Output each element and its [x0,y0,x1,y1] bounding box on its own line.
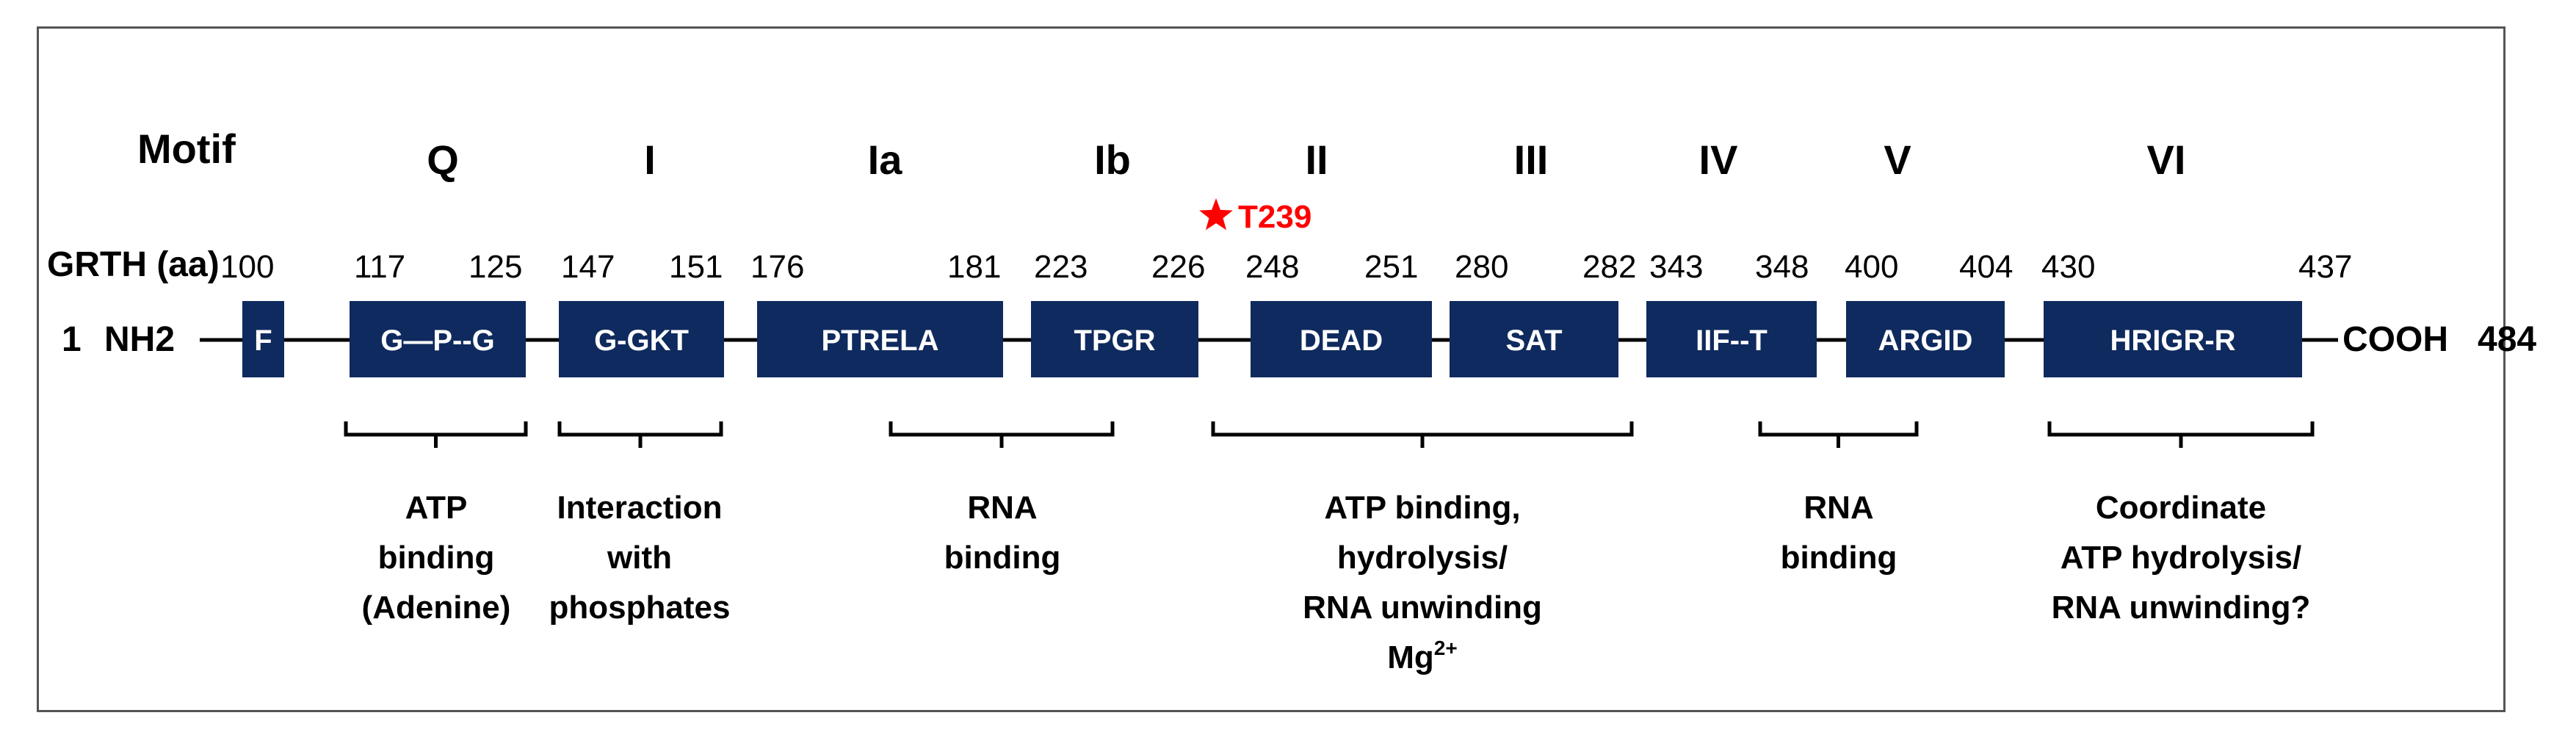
motif-box-iii [1450,301,1618,377]
function-line: (Adenine) [362,590,511,626]
bracket-coordinate-hydrolysis [2047,421,2315,448]
function-line: with [607,540,672,576]
function-line: RNA [967,490,1037,526]
function-line: Mg [1387,639,1434,675]
n-terminus-position: 1 [62,320,82,359]
position-end-ii: 251 [1364,249,1418,285]
position-start-v: 400 [1845,249,1898,285]
bracket-rna-binding-1 [889,421,1115,448]
position-start-ii: 248 [1245,249,1299,285]
motif-sequence-iii: SAT [1505,325,1562,357]
motif-numeral-iv: IV [1699,137,1738,183]
position-start-ia: 176 [750,249,804,285]
function-line: ATP binding, [1324,490,1520,526]
position-end-q: 125 [468,249,522,285]
motif-box-ia [757,301,1003,377]
function-line: hydrolysis/ [1337,540,1508,576]
sequence-header: GRTH (aa) [47,245,220,284]
position-end-i: 151 [669,249,723,285]
motif-numeral-ii: II [1305,137,1328,183]
bracket-phosphate-interaction [557,421,723,448]
motif-box-ib [1031,301,1198,377]
function-superscript: 2+ [1434,637,1458,659]
motif-header: Motif [137,126,236,172]
motif-box-q [350,301,526,377]
function-labels: ATP binding (Adenine) Interaction with phosph… [362,490,2311,675]
motif-sequence-iv: IIF--T [1696,325,1768,357]
motif-box-vi [2044,301,2302,377]
bracket-rna-binding-2 [1758,421,1919,448]
motif-numeral-q: Q [427,137,459,183]
position-end-iii: 282 [1582,249,1636,285]
function-line: binding [944,540,1061,576]
n-terminus-label: NH2 [104,320,175,359]
function-line: Interaction [557,490,723,526]
position-start-f: 100 [220,249,274,285]
motif-numeral-i: I [644,137,656,183]
function-label-phosphate-interaction: Interaction with phosphates [549,490,731,626]
function-label-rna-binding-1: RNA binding [944,490,1061,576]
position-start-iii: 280 [1455,249,1508,285]
bracket-atp-hydrolysis-unwinding [1211,421,1634,448]
position-start-i: 147 [561,249,615,285]
motif-sequence-i: G-GKT [594,325,689,357]
motif-sequence-ib: TPGR [1074,325,1155,357]
function-line: binding [1781,540,1897,576]
motif-sequence-ia: PTRELA [822,325,939,357]
position-start-iv: 343 [1649,249,1703,285]
residue-positions: 100 117 125 147 151 176 181 223 226 248 251 280 282 3… [220,249,2352,285]
function-line: binding [378,540,495,576]
motif-sequence-vi: HRIGR-R [2110,325,2235,357]
function-label-atp-binding-adenine: ATP binding (Adenine) [362,490,511,626]
motif-numeral-ia: Ia [868,137,903,183]
function-line: ATP hydrolysis/ [2061,540,2301,576]
function-line: phosphates [549,590,731,626]
function-line: RNA unwinding [1303,590,1542,626]
c-terminus-position: 484 [2478,320,2536,359]
function-line: RNA [1803,490,1873,526]
motif-numeral-ib: Ib [1094,137,1131,183]
phosphosite-label: T239 [1238,199,1311,235]
position-end-vi: 437 [2298,249,2352,285]
function-brackets [344,421,2315,448]
motif-box-v [1846,301,2005,377]
function-line: RNA unwinding? [2052,590,2311,626]
motif-boxes: F G—P--G G-GKT PTRELA TPGR DEAD SAT IIF--T ARGID… [242,301,2302,377]
motif-numeral-iii: III [1514,137,1549,183]
function-line: Coordinate [2096,490,2266,526]
motif-sequence-v: ARGID [1878,325,1973,357]
position-end-iv: 348 [1755,249,1809,285]
motif-box-i [559,301,724,377]
motif-box-iv [1646,301,1817,377]
motif-sequence-f: F [254,325,272,357]
position-start-vi: 430 [2041,249,2095,285]
bracket-atp-binding-adenine [344,421,528,448]
motif-sequence-q: G—P--G [380,325,495,357]
function-line: ATP [405,490,468,526]
position-end-v: 404 [1959,249,2013,285]
c-terminus-label: COOH [2342,320,2448,359]
position-end-ib: 226 [1151,249,1205,285]
motif-numeral-vi: VI [2147,137,2186,183]
position-start-ib: 223 [1034,249,1088,285]
motif-box-ii [1251,301,1432,377]
position-end-ia: 181 [947,249,1001,285]
motif-numeral-v: V [1884,137,1911,183]
motif-sequence-ii: DEAD [1300,325,1383,357]
motif-box-f [242,301,284,377]
star-icon [1199,198,1233,231]
position-start-q: 117 [354,249,405,285]
function-label-rna-binding-2: RNA binding [1781,490,1897,576]
